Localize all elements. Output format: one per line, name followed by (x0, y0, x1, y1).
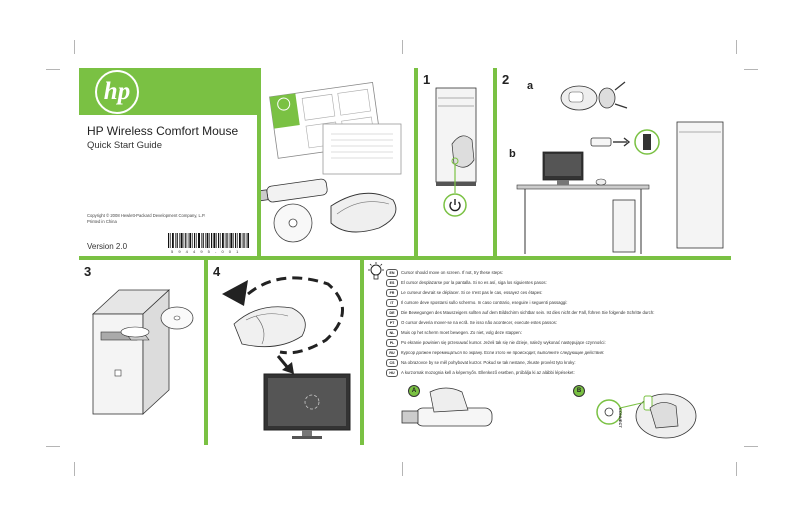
lang-code: NL (386, 328, 398, 337)
version-label: Version 2.0 (87, 242, 128, 251)
step-2a-letter: a (527, 80, 534, 92)
step-4-number: 4 (213, 264, 221, 279)
step-1-number: 1 (423, 72, 431, 87)
crop-mark (736, 40, 737, 54)
crop-mark (744, 446, 758, 447)
cover-panel: hp HP Wireless Comfort Mouse Quick Start… (79, 68, 257, 256)
battery-cover (598, 87, 616, 109)
lang-code: PL (386, 338, 398, 347)
lang-code: RU (386, 348, 398, 357)
connect-label: CONNECT (618, 408, 623, 428)
printed-in-text: Printed in China (87, 219, 117, 224)
hp-logo-band: hp (79, 68, 257, 115)
step-2-number: 2 (502, 72, 510, 87)
lang-code: ES (386, 278, 398, 287)
step-3-panel: 3 (79, 260, 204, 445)
crop-mark (736, 462, 737, 476)
install-receiver-illustration (516, 81, 724, 254)
crop-mark (402, 462, 403, 476)
lang-code: FR (386, 288, 398, 297)
crop-mark (74, 40, 75, 54)
product-title: HP Wireless Comfort Mouse (87, 124, 239, 138)
barcode (168, 233, 249, 248)
crop-mark (74, 462, 75, 476)
crop-mark (46, 69, 60, 70)
lang-text: O cursor deveria mover-se na ecrã. Se is… (401, 320, 557, 326)
move-mouse-illustration (222, 276, 351, 439)
lightbulb-icon (368, 262, 384, 280)
lang-text: Muis op het scherm moet bewegen. Zo niet… (401, 330, 522, 336)
lang-code: IT (386, 298, 398, 307)
insert-cd-illustration (91, 289, 194, 415)
callout-a: A (408, 385, 420, 397)
power-icon (443, 193, 467, 217)
lang-text: Die Bewegungen des Mauszeigers sollten a… (401, 310, 655, 316)
box-contents-illustration (261, 82, 402, 243)
lang-text: El cursor desplazarse por la pantalla. S… (401, 280, 547, 286)
step-4-panel: 4 (208, 260, 360, 445)
crop-mark (744, 69, 758, 70)
guide-subtitle: Quick Start Guide (87, 140, 162, 151)
quick-start-sheet: hp HP Wireless Comfort Mouse Quick Start… (79, 68, 731, 445)
lang-text: A kurzornak mozognia kell a képernyőn. E… (401, 370, 575, 376)
step-1-panel: 1 (418, 68, 493, 256)
copyright-text: Copyright © 2008 Hewlett-Packard Develop… (87, 213, 206, 218)
crop-mark (46, 446, 60, 447)
barcode-number: 5 9 4 4 9 5 - 0 0 1 (171, 249, 241, 254)
lang-code: EN (386, 268, 398, 277)
lang-text: Курсор должен перемещаться по экрану. Ес… (401, 350, 605, 356)
pc-tower-illustration (435, 87, 477, 193)
lang-text: Le curseur devrait se déplacer. Si ce n'… (401, 290, 543, 296)
lang-text: Il cursore deve spostarsi sullo schermo.… (401, 300, 568, 306)
lang-text: Na obrazovce by se měl pohybovat kurzor.… (401, 360, 576, 366)
lang-text: Po ekranie powinien się przesuwać kursor… (401, 340, 606, 346)
lang-code: HU (386, 368, 398, 377)
step-2-panel: 2 a b (497, 68, 731, 256)
reconnect-illustration (401, 387, 697, 439)
step-3-number: 3 (84, 264, 92, 279)
lang-code: CS (386, 358, 398, 367)
step-2b-letter: b (509, 148, 516, 160)
callout-b: B (573, 385, 585, 397)
lang-text: Cursor should move on screen. If not, tr… (401, 270, 503, 276)
hp-logo: hp (95, 70, 139, 114)
lang-code: DE (386, 308, 398, 317)
copyright-block: Copyright © 2008 Hewlett-Packard Develop… (87, 213, 227, 225)
lang-code: PT (386, 318, 398, 327)
box-contents-panel (261, 68, 414, 256)
crop-mark (402, 40, 403, 54)
